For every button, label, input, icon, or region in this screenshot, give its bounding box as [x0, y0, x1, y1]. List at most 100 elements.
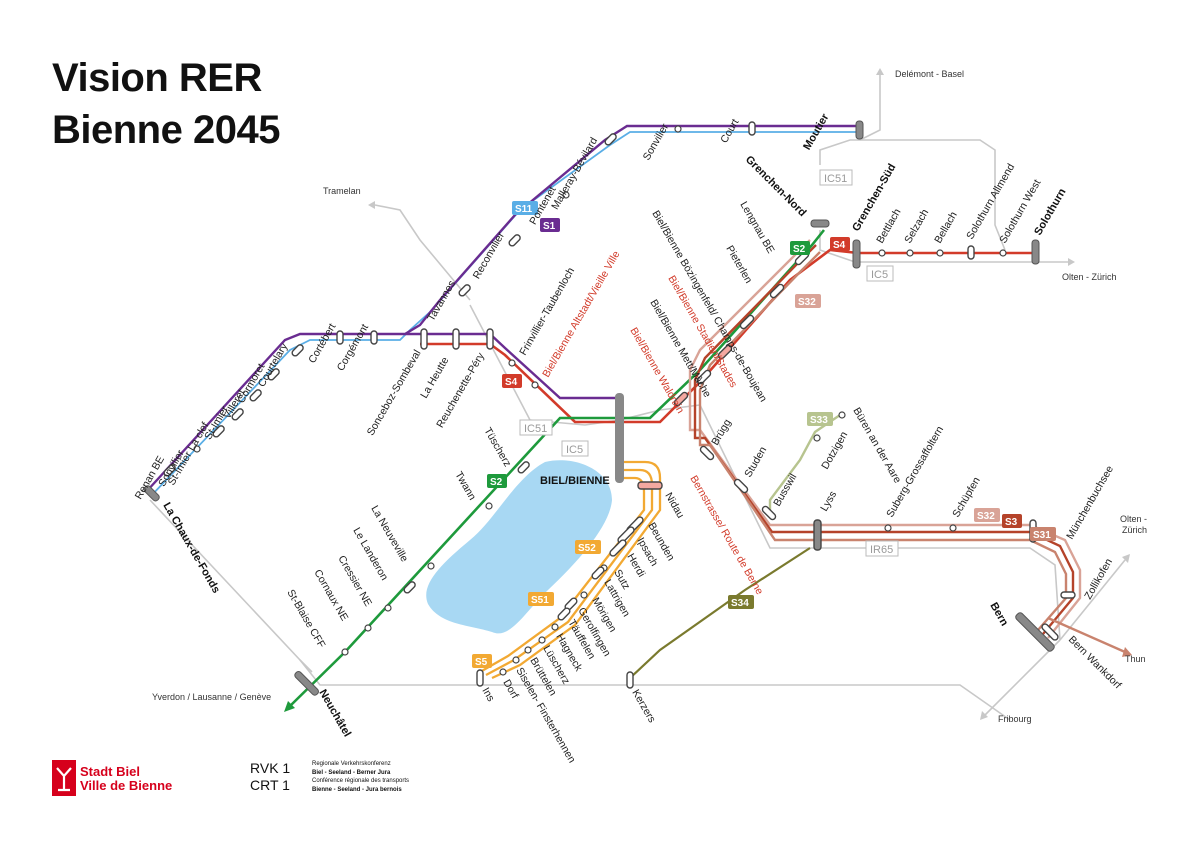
- badge-s5: S5: [472, 654, 492, 668]
- label-bettlach: Bettlach: [874, 207, 903, 246]
- label-munchenbuchsee: Münchenbuchsee: [1064, 464, 1116, 542]
- label-bern: Bern: [987, 601, 1010, 629]
- stop-dotzigen: [813, 434, 821, 442]
- bar-le-landeron: [403, 581, 416, 594]
- label-ins-dorf: Dorf: [500, 678, 520, 701]
- major-bars: [143, 120, 1055, 696]
- svg-text:S52: S52: [578, 543, 596, 554]
- label-sonvilier-top: Sonvilier: [641, 121, 672, 162]
- label-reconvilier: Reconvilier: [471, 230, 508, 281]
- label-corgemont: Corgémont: [335, 322, 371, 373]
- bar-lyss: [813, 519, 822, 551]
- stop-pontenet: [562, 191, 570, 199]
- line-s31-thun: [1047, 616, 1126, 654]
- dest-yverdon: Yverdon / Lausanne / Genève: [152, 692, 271, 702]
- svg-text:S3: S3: [1005, 517, 1018, 528]
- label-malleray: Malleray-Bévilard: [549, 135, 600, 211]
- rvk-note-1: Regionale Verkehrskonferenz: [312, 761, 391, 767]
- label-lengnau: Lengnau BE: [737, 200, 776, 256]
- bar-sonceboz: [420, 328, 428, 350]
- badge-s11: S11: [512, 201, 538, 215]
- bar-busswil: [761, 505, 777, 521]
- label-dotzigen: Dotzigen: [819, 429, 850, 471]
- svg-text:S33: S33: [810, 415, 828, 426]
- svg-text:IR65: IR65: [870, 544, 893, 556]
- label-ic5-north: IC5: [866, 265, 894, 282]
- stop-cornaux: [364, 624, 372, 632]
- label-tuscherz: Tüscherz: [481, 426, 513, 469]
- bar-herdi: [609, 539, 627, 557]
- svg-text:S4: S4: [505, 377, 518, 388]
- bar-neuchatel: [294, 671, 319, 696]
- stop-buren: [838, 411, 846, 419]
- bar-la-heutte: [452, 328, 460, 350]
- label-ic51-north: IC51: [819, 169, 853, 186]
- badge-s32-north: S32: [795, 294, 821, 308]
- svg-text:IC5: IC5: [566, 444, 583, 456]
- stop-bellach: [936, 249, 944, 257]
- badge-s4-north: S4: [830, 237, 850, 251]
- dest-thun: Thun: [1125, 654, 1146, 664]
- stop-dorf: [499, 668, 507, 676]
- line-s11: [149, 131, 860, 498]
- biel-station-bar: [615, 393, 624, 483]
- badge-s33: S33: [807, 412, 833, 426]
- city-logo-text: Stadt Biel Ville de Bienne: [80, 765, 172, 793]
- stop-morigen: [580, 591, 588, 599]
- label-bern-wankdorf: Bern Wankdorf: [1066, 634, 1124, 692]
- svg-text:S2: S2: [793, 244, 806, 255]
- svg-text:S11: S11: [515, 204, 533, 215]
- stop-luscherz: [538, 636, 546, 644]
- stop-la-neuveville: [427, 562, 435, 570]
- bar-bern-wankdorf: [1041, 623, 1059, 641]
- bar-malleray: [604, 133, 617, 146]
- label-kerzers: Kerzers: [629, 688, 657, 725]
- line-badges: S11 S1 S4 S2 S4 S32 S2 S33 S32 S3 S31 S3…: [472, 201, 1056, 668]
- label-twann: Twann: [452, 470, 478, 503]
- stop-bettlach: [878, 249, 886, 257]
- bar-ins: [476, 669, 484, 687]
- ic-lines: [149, 75, 1126, 721]
- title-line-1: Vision RER: [52, 56, 262, 100]
- stop-selzach: [906, 249, 914, 257]
- bar-tauffelen: [557, 607, 571, 621]
- crt-note-2: Bienne - Seeland - Jura bernois: [312, 786, 402, 793]
- rvk-codes: RVK 1 CRT 1: [250, 760, 290, 794]
- bar-waldrain: [673, 391, 689, 407]
- line-s1-east: [405, 332, 620, 400]
- bar-cormoret: [267, 368, 280, 381]
- bar-solothurn-allmend: [967, 245, 975, 260]
- svg-text:S34: S34: [731, 598, 749, 609]
- lake-biel: [426, 460, 612, 634]
- label-ic5-west: IC5: [561, 440, 589, 457]
- stop-altstadt: [531, 381, 539, 389]
- label-pieterlen: Pieterlen: [723, 244, 754, 286]
- svg-text:S5: S5: [475, 657, 488, 668]
- bar-nidau: [637, 481, 663, 490]
- title-line-2: Bienne 2045: [52, 108, 280, 152]
- dest-delemont: Delémont - Basel: [895, 69, 964, 79]
- dest-fribourg: Fribourg: [998, 714, 1032, 724]
- bar-grenchen-nord: [810, 219, 830, 228]
- bar-cortebert: [336, 330, 344, 345]
- svg-text:S2: S2: [490, 477, 503, 488]
- line-s33: [768, 414, 841, 510]
- bar-villeret: [249, 389, 262, 402]
- label-ins: Ins: [479, 686, 496, 704]
- stop-sonvilier: [193, 445, 201, 453]
- logo-line-1: Stadt Biel: [80, 764, 140, 779]
- bar-st-imier-clef: [212, 425, 225, 438]
- dest-tramelan: Tramelan: [323, 186, 361, 196]
- badge-s52: S52: [575, 540, 601, 554]
- svg-text:S32: S32: [798, 297, 816, 308]
- label-neuchatel: Neuchâtel: [316, 688, 353, 740]
- thun-arrow: [1122, 647, 1132, 657]
- bar-st-imier: [231, 408, 244, 421]
- bar-bozingenfeld: [739, 314, 755, 330]
- svg-text:S32: S32: [977, 511, 995, 522]
- stop-twann: [485, 502, 493, 510]
- badge-s32-east: S32: [974, 508, 1000, 522]
- stop-st-blaise: [341, 648, 349, 656]
- city-logo-mark: [52, 760, 76, 796]
